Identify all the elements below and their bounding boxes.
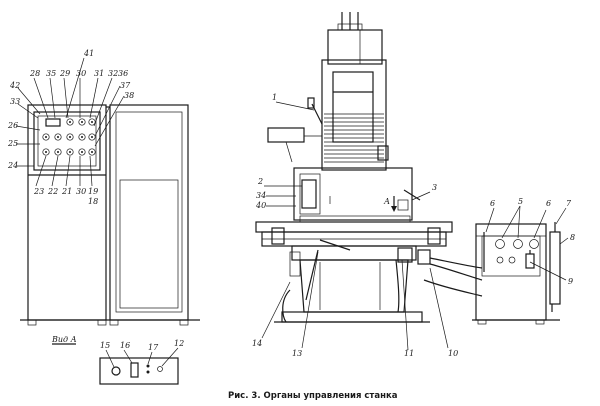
callout-36: 36 [118, 69, 128, 78]
callout-30b: 30 [76, 187, 86, 196]
callout-24: 24 [7, 161, 18, 170]
callout-26: 26 [7, 121, 18, 130]
callout-11: 11 [404, 349, 414, 358]
callout-28: 28 [29, 69, 40, 78]
callout-34: 34 [256, 191, 266, 200]
callout-25: 25 [7, 139, 18, 148]
cabinet-leaders [15, 57, 125, 187]
machine-leaders [261, 101, 449, 351]
callout-22: 22 [47, 187, 58, 196]
callout-23: 23 [33, 187, 44, 196]
callout-30a: 30 [76, 69, 86, 78]
callout-17: 17 [148, 343, 159, 352]
section-arrow: А [383, 196, 397, 212]
hydraulic-panel [472, 222, 561, 325]
callout-9: 9 [568, 277, 573, 286]
callout-18: 18 [88, 197, 98, 206]
callout-35: 35 [46, 69, 56, 78]
callout-7: 7 [566, 199, 572, 208]
callout-6b: 6 [546, 199, 551, 208]
control-panel [33, 111, 101, 171]
callout-38: 38 [124, 91, 134, 100]
pendant-view-a [99, 347, 179, 385]
callout-37: 37 [120, 81, 131, 90]
control-cabinet [20, 104, 200, 326]
callout-labels: 1 2 3 34 40 6 5 6 7 8 9 14 13 11 10 15 1… [7, 49, 575, 358]
main-machine [255, 12, 483, 323]
callout-2: 2 [257, 177, 263, 186]
callout-41: 41 [83, 49, 94, 58]
callout-8: 8 [570, 233, 575, 242]
figure-caption: Рис. 3. Органы управления станка [228, 391, 398, 401]
callout-29: 29 [59, 69, 70, 78]
callout-19: 19 [88, 187, 98, 196]
callout-31: 31 [94, 69, 104, 78]
callout-10: 10 [448, 349, 458, 358]
view-a-label: Вид А [51, 335, 77, 344]
callout-12b: 12 [174, 339, 184, 348]
callout-15: 15 [100, 341, 110, 350]
callout-3: 3 [432, 183, 437, 192]
hydraulic-leaders [485, 205, 569, 281]
section-mark-label: А [383, 197, 390, 206]
callout-5: 5 [518, 197, 523, 206]
callout-1: 1 [272, 93, 277, 102]
callout-16: 16 [120, 341, 130, 350]
callout-6a: 6 [490, 199, 495, 208]
callout-42: 42 [9, 81, 20, 90]
callout-40: 40 [255, 201, 266, 210]
callout-33: 33 [10, 97, 20, 106]
callout-14: 14 [252, 339, 262, 348]
callout-32: 32 [108, 69, 118, 78]
callout-21: 21 [61, 187, 72, 196]
callout-13: 13 [292, 349, 302, 358]
